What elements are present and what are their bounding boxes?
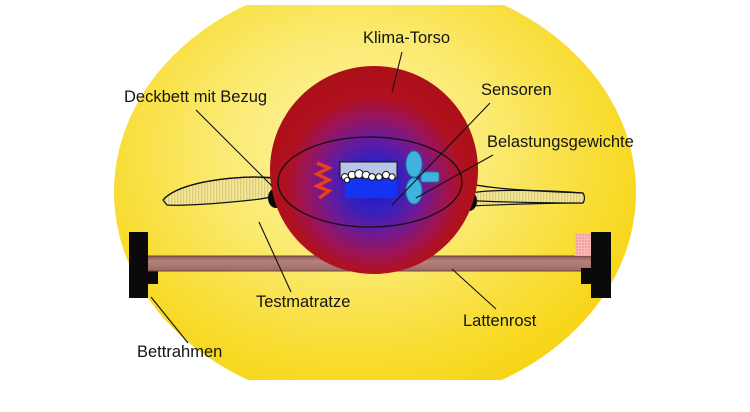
- leader-deckbett: [195, 109, 273, 187]
- leader-lattenrost: [451, 268, 497, 310]
- label-klima-torso: Klima-Torso: [363, 29, 450, 47]
- bed-frame-left: [129, 232, 158, 298]
- leader-belastungsgewichte: [415, 154, 494, 199]
- leader-klima-torso: [391, 51, 403, 93]
- sensor-array: [341, 169, 396, 184]
- label-bettrahmen: Bettrahmen: [137, 343, 222, 361]
- diagram-labels: Klima-Torso Deckbett mit Bezug Sensoren …: [124, 29, 634, 361]
- label-lattenrost: Lattenrost: [463, 312, 537, 330]
- label-belastungsgewichte: Belastungsgewichte: [487, 133, 634, 151]
- pink-wedge-detail: [575, 233, 591, 256]
- torso-inner-contour: [277, 136, 463, 228]
- label-testmatratze: Testmatratze: [256, 293, 350, 311]
- label-deckbett-mit-bezug: Deckbett mit Bezug: [124, 88, 267, 106]
- duvet-left: [162, 176, 300, 206]
- leader-lines: [150, 51, 497, 344]
- heating-element-icon: [312, 161, 334, 200]
- label-sensoren: Sensoren: [481, 81, 552, 99]
- leader-testmatratze: [258, 221, 292, 293]
- leader-sensoren: [391, 102, 491, 206]
- leader-bettrahmen: [150, 296, 189, 344]
- bed-frame-right: [581, 232, 611, 298]
